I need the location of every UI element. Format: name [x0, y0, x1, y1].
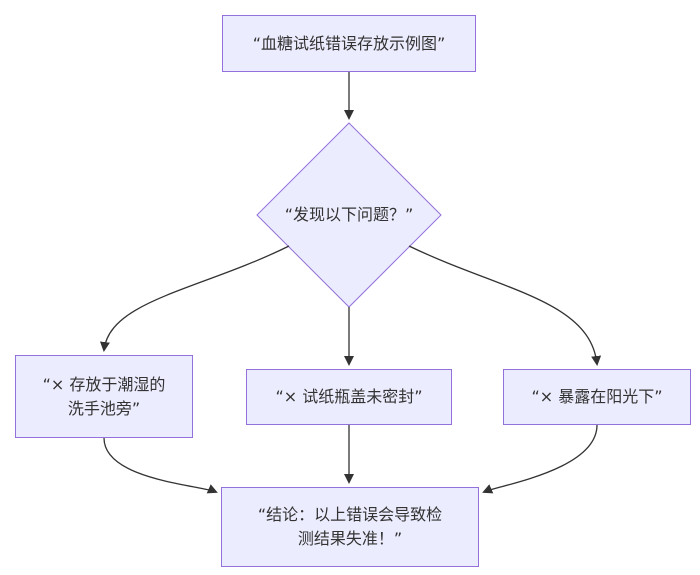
result-node: “结论：以上错误会导致检测结果失准！” — [221, 487, 479, 567]
edge-decision-to-option-1 — [100, 245, 290, 352]
start-node-label: “血糖试纸错误存放示例图” — [252, 33, 446, 53]
option-1-label: “× 存放于潮湿的洗手池旁” — [42, 374, 166, 418]
option-node-3: “× 暴露在阳光下” — [503, 369, 691, 425]
edge-option-3-to-result — [482, 424, 598, 494]
edge-option-1-to-result — [103, 437, 218, 494]
start-node: “血糖试纸错误存放示例图” — [222, 15, 476, 72]
edge-decision-to-option-3 — [408, 245, 602, 366]
result-label: “结论：以上错误会导致检测结果失准！” — [257, 505, 443, 548]
option-2-label: “× 试纸瓶盖未密封” — [275, 387, 423, 406]
decision-label: “发现以下问题？” — [284, 205, 414, 224]
option-node-1: “× 存放于潮湿的洗手池旁” — [15, 355, 193, 438]
option-node-2: “× 试纸瓶盖未密封” — [246, 369, 452, 425]
option-3-label: “× 暴露在阳光下” — [531, 387, 663, 406]
